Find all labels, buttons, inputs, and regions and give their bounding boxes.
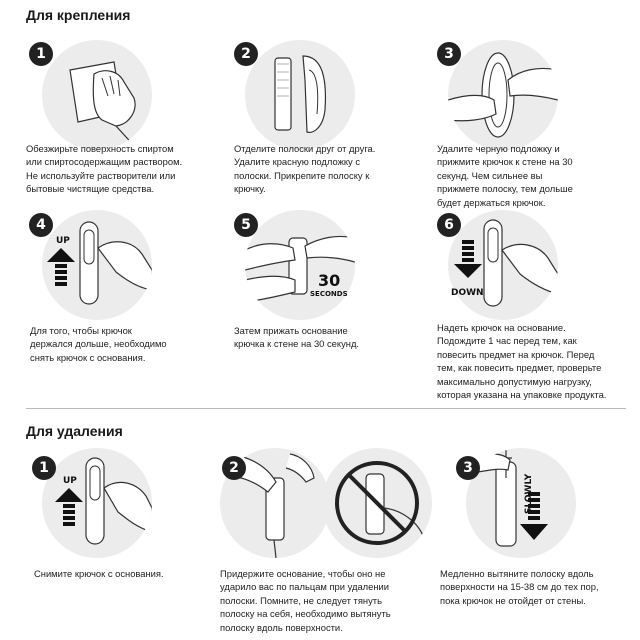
pull-strip-icon: [477, 448, 517, 547]
caption-line: или спиртосодержащим раствором.: [26, 156, 183, 168]
step-illustration: [245, 210, 355, 320]
step-caption: Обезжирьте поверхность спиртом или спирт…: [26, 142, 182, 196]
arrow-down-icon: [454, 240, 482, 278]
caption-line: Не используйте растворители или: [26, 169, 176, 181]
caption-line: полоску на себя, необходимо вытянуть: [220, 608, 391, 620]
seconds-number-label: 30: [318, 271, 341, 290]
caption-line: бытовые чистящие средства.: [26, 183, 155, 195]
caption-line: поверхности на 15-38 см до тех пор,: [440, 581, 599, 593]
caption-line: Затем прижать основание: [234, 325, 348, 336]
caption-line: Медленно вытяните полоску вдоль: [440, 568, 594, 579]
step-illustration: [448, 40, 558, 150]
caption-line: Удалите черную подложку и: [437, 143, 560, 154]
caption-line: Снимите крючок с основания.: [34, 568, 164, 579]
caption-line: снять крючок с основания.: [30, 351, 146, 363]
step-number-badge: 2: [222, 456, 246, 480]
step-number-badge: 2: [234, 42, 258, 66]
arrow-up-icon: [47, 248, 75, 286]
caption-line: ударило вас по пальцам при удалении: [220, 581, 389, 593]
caption-line: Удалите красную подложку с: [234, 156, 361, 168]
removal-section-title: Для удаления: [26, 423, 123, 439]
step-caption: Надеть крючок на основание. Подождите 1 …: [437, 321, 606, 401]
caption-line: будет держаться крючок.: [437, 196, 546, 208]
wipe-surface-icon: [69, 61, 139, 150]
seconds-unit-label: SECONDS: [310, 290, 348, 298]
caption-line: прижмете полоску, тем дольше: [437, 183, 573, 195]
step-number-badge: 1: [32, 456, 56, 480]
caption-line: крючка к стене на 30 секунд.: [234, 338, 360, 350]
caption-line: пока крючок не отойдет от стены.: [440, 594, 586, 606]
step-number-badge: 3: [456, 456, 480, 480]
step-caption: Отделите полоски друг от друга. Удалите …: [234, 142, 375, 196]
up-label: UP: [56, 236, 70, 246]
press-base-icon: [245, 235, 355, 303]
step-number-badge: 4: [29, 213, 53, 237]
attach-hook-icon: [483, 219, 558, 307]
step-number-badge: 5: [234, 213, 258, 237]
mount-section-title: Для крепления: [26, 7, 131, 23]
caption-line: секунд. Чем сильнее вы: [437, 169, 543, 181]
arrow-up-icon: [55, 488, 83, 526]
remove-hook-icon: [85, 457, 152, 545]
step-illustration: [322, 448, 432, 558]
caption-line: полоски. Помните, не следует тянуть: [220, 594, 382, 606]
step-illustration: [245, 40, 355, 150]
caption-line: прижмите крючок к стене на 30: [437, 156, 573, 168]
caption-line: Придержите основание, чтобы оно не: [220, 568, 386, 579]
step-illustration: [42, 40, 152, 150]
caption-line: повесить предмет на крючок. Перед: [437, 348, 595, 360]
step-caption: Для того, чтобы крючок держался дольше, …: [30, 324, 167, 364]
arrow-down-icon: [520, 492, 548, 540]
up-label: UP: [63, 476, 77, 486]
step-illustration: [466, 448, 576, 558]
step-number-badge: 3: [437, 42, 461, 66]
caption-line: Надеть крючок на основание.: [437, 322, 566, 333]
step-illustration: [42, 448, 152, 558]
press-hook-icon: [448, 52, 558, 138]
lift-hook-icon: [79, 221, 152, 305]
step-number-badge: 6: [437, 213, 461, 237]
slowly-label: SLOWLY: [524, 473, 534, 514]
caption-line: Подождите 1 час перед тем, как: [437, 335, 577, 347]
caption-line: тем, как повесить предмет, проверьте: [437, 362, 602, 374]
caption-line: Отделите полоски друг от друга.: [234, 143, 376, 154]
step-caption: Затем прижать основание крючка к стене н…: [234, 324, 359, 351]
step-caption: Удалите черную подложку и прижмите крючо…: [437, 142, 573, 209]
wrong-pull-icon: [335, 461, 425, 545]
caption-line: которая указана на упаковке продукта.: [437, 389, 607, 401]
section-divider: [26, 408, 626, 409]
caption-line: Обезжирьте поверхность спиртом: [26, 143, 174, 154]
step-caption: Снимите крючок с основания.: [34, 567, 164, 580]
caption-line: держался дольше, необходимо: [30, 338, 167, 350]
caption-line: максимально допустимую нагрузку,: [437, 375, 592, 387]
step-caption: Медленно вытяните полоску вдоль поверхно…: [440, 567, 599, 607]
caption-line: полоску вдоль поверхности.: [220, 621, 343, 633]
step-number-badge: 1: [29, 42, 53, 66]
step-caption: Придержите основание, чтобы оно не удари…: [220, 567, 391, 634]
down-label: DOWN: [451, 288, 484, 298]
caption-line: крючку.: [234, 183, 266, 195]
peel-strip-icon: [274, 55, 327, 133]
caption-line: полоски. Прикрепите полоску к: [234, 169, 370, 181]
caption-line: Для того, чтобы крючок: [30, 325, 132, 336]
